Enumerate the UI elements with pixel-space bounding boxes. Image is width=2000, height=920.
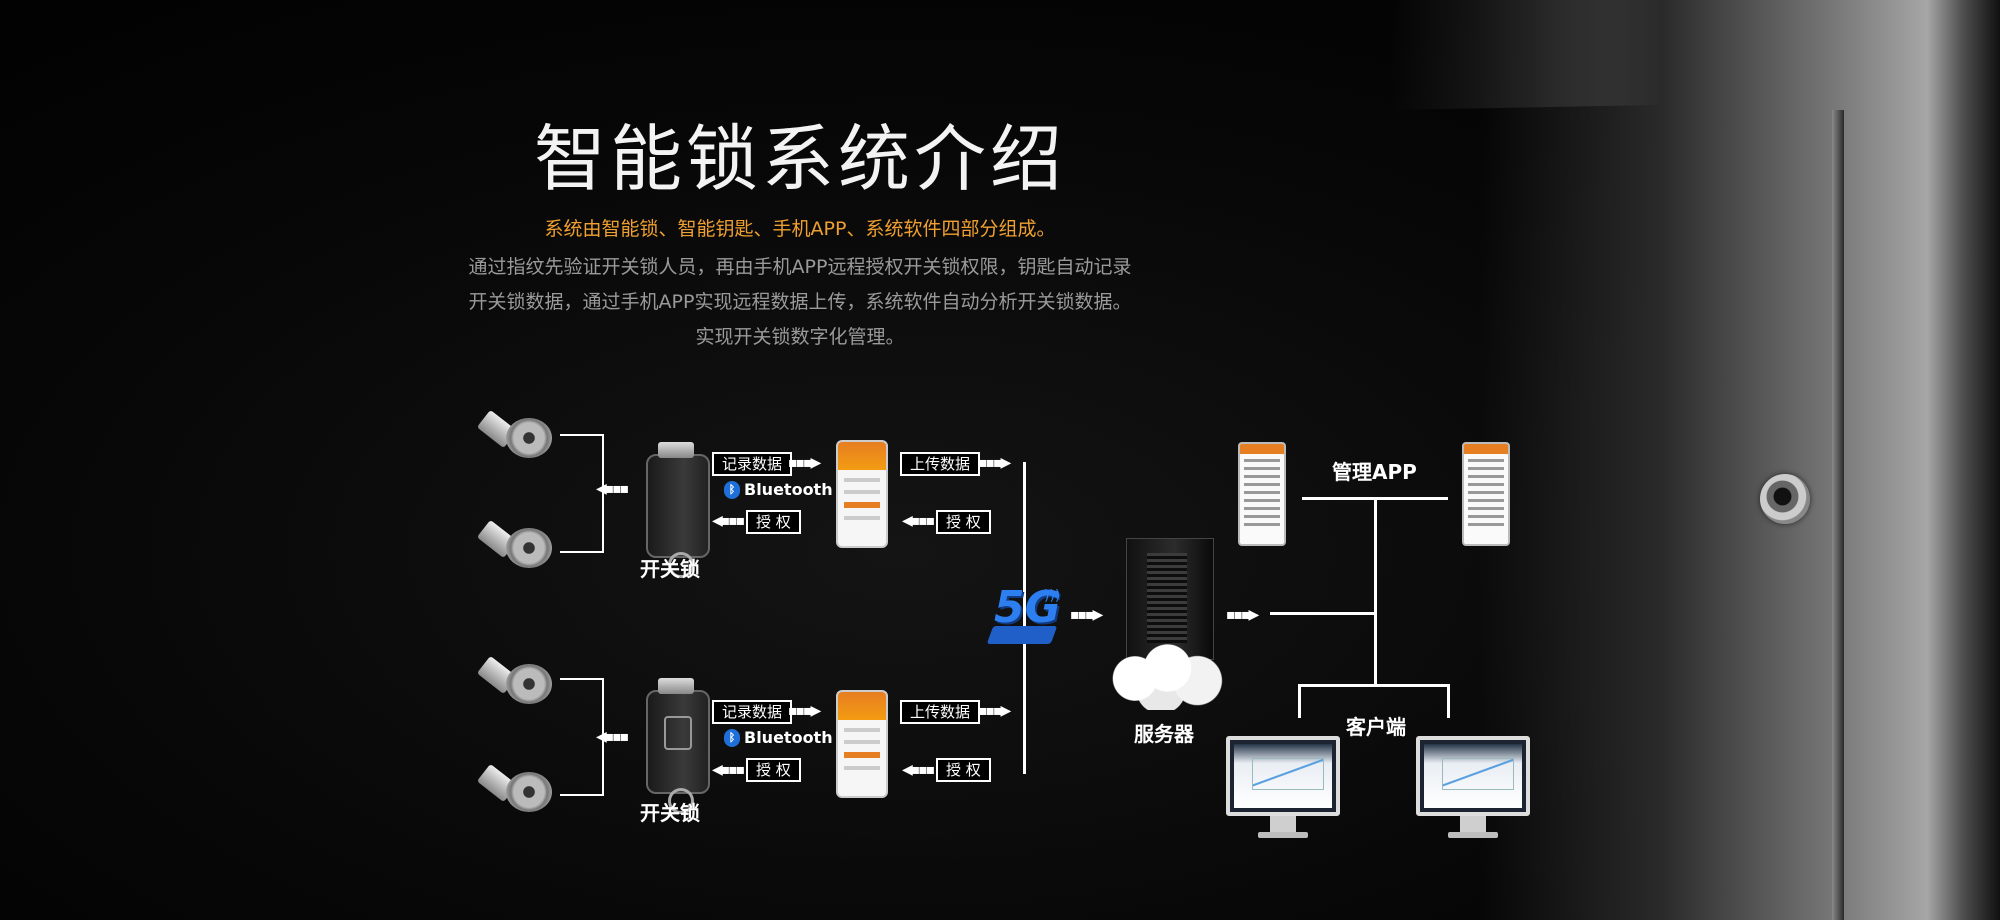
connector <box>602 434 604 553</box>
tag-authorize: 授 权 <box>936 758 991 782</box>
cabinet-image <box>1480 0 2000 920</box>
connector <box>1270 612 1376 615</box>
client-label: 客户端 <box>1346 715 1406 739</box>
connector <box>560 434 604 436</box>
server-label: 服务器 <box>1134 722 1194 746</box>
phone-app-icon <box>836 440 888 548</box>
arrow-right-icon: ▪▪▪▶ <box>978 703 1011 719</box>
arrow-left-icon: ◀▪▪▪ <box>596 729 629 745</box>
description-line-1: 通过指纹先验证开关锁人员，再由手机APP远程授权开关锁权限，钥匙自动记录 <box>468 256 1132 278</box>
key-label: 开关锁 <box>640 557 700 581</box>
arrow-right-icon: ▪▪▪▶ <box>978 455 1011 471</box>
management-phone-icon <box>1238 442 1286 546</box>
connector <box>602 678 604 796</box>
connector <box>1374 500 1377 686</box>
tag-upload-data: 上传数据 <box>900 452 981 476</box>
connector <box>1298 684 1301 718</box>
bluetooth-icon: ᛒ <box>724 728 740 747</box>
tag-authorize: 授 权 <box>746 758 801 782</box>
cloud-icon <box>1096 640 1226 710</box>
connector <box>560 794 604 796</box>
management-phone-icon <box>1462 442 1510 546</box>
connector <box>560 678 604 680</box>
arrow-right-icon: ▪▪▪▶ <box>1226 607 1259 623</box>
smart-key-fingerprint-icon <box>646 678 710 814</box>
smart-key-icon <box>646 442 710 578</box>
5g-icon: 5G ))) <box>982 582 1062 652</box>
arrow-left-icon: ◀▪▪▪ <box>712 513 745 529</box>
desktop-monitor-icon <box>1226 736 1340 838</box>
lock-cylinder-icon <box>476 409 560 460</box>
tag-record-data: 记录数据 <box>712 700 793 724</box>
bluetooth-label: ᛒ Bluetooth <box>724 480 833 499</box>
key-label: 开关锁 <box>640 801 700 825</box>
arrow-left-icon: ◀▪▪▪ <box>902 513 935 529</box>
connector <box>560 551 604 553</box>
connector <box>1447 684 1450 718</box>
bluetooth-text: Bluetooth <box>744 728 833 747</box>
phone-app-icon <box>836 690 888 798</box>
arrow-left-icon: ◀▪▪▪ <box>902 762 935 778</box>
tag-authorize: 授 权 <box>746 510 801 534</box>
lead-text: 系统由智能锁、智能钥匙、手机APP、系统软件四部分组成。 <box>544 218 1056 240</box>
arrow-right-icon: ▪▪▪▶ <box>788 455 821 471</box>
cabinet-edge <box>1832 110 1844 920</box>
trunk-line <box>1023 462 1026 774</box>
page-title: 智能锁系统介绍 <box>533 117 1066 201</box>
lock-cylinder-icon <box>476 763 560 814</box>
cabinet-lock-icon <box>1760 474 1810 524</box>
manage-app-label: 管理APP <box>1332 460 1417 484</box>
lock-cylinder-icon <box>476 655 560 706</box>
arrow-left-icon: ◀▪▪▪ <box>596 481 629 497</box>
arrow-right-icon: ▪▪▪▶ <box>788 703 821 719</box>
arrow-right-icon: ▪▪▪▶ <box>1070 607 1103 623</box>
connector <box>1298 684 1450 687</box>
tag-authorize: 授 权 <box>936 510 991 534</box>
tag-upload-data: 上传数据 <box>900 700 981 724</box>
description-line-3: 实现开关锁数字化管理。 <box>695 326 905 348</box>
lock-cylinder-icon <box>476 519 560 570</box>
bluetooth-label: ᛒ Bluetooth <box>724 728 833 747</box>
desktop-monitor-icon <box>1416 736 1530 838</box>
arrow-left-icon: ◀▪▪▪ <box>712 762 745 778</box>
description-line-2: 开关锁数据，通过手机APP实现远程数据上传，系统软件自动分析开关锁数据。 <box>468 291 1132 313</box>
bluetooth-text: Bluetooth <box>744 480 833 499</box>
tag-record-data: 记录数据 <box>712 452 793 476</box>
connector <box>1302 497 1448 500</box>
bluetooth-icon: ᛒ <box>724 480 740 499</box>
